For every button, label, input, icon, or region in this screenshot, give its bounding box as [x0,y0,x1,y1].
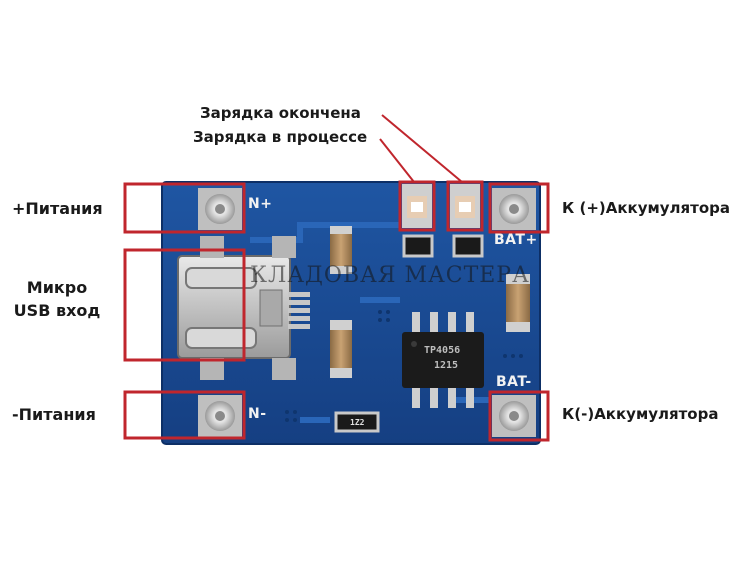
box-power-plus [123,182,246,234]
tp4056-chip [402,312,484,408]
pointer-lines [379,114,463,183]
pad-in-plus [198,188,242,230]
micro-usb-connector [177,236,310,380]
capacitor-3 [506,274,530,332]
pointer-charging [379,138,415,183]
box-led-done [398,180,436,232]
silk-in-minus: N- [248,406,267,422]
resistor-near-leds-2 [452,234,484,258]
resistor-near-leds-1 [402,234,434,258]
resistor-code: 1Z2 [350,418,365,427]
silk-in-plus: N+ [248,196,273,212]
resistor-bottom [334,411,380,433]
label-bat-plus: К (+)Аккумулятора [562,199,731,217]
silk-bat-minus: BAT- [496,374,532,390]
pad-bat-plus [492,188,536,230]
pad-bat-minus [492,395,536,437]
label-bat-minus: К(-)Аккумулятора [562,405,719,423]
watermark: КЛАДОВАЯ МАСТЕРА [250,263,530,288]
box-led-charging [446,180,484,232]
box-bat-plus [488,182,550,234]
capacitor-2 [330,320,352,378]
silk-bat-plus: BAT+ [494,232,538,248]
vias [285,310,523,422]
label-micro-usb: Микро USB вход [13,278,101,321]
label-charging: Зарядка в процессе [193,128,368,146]
led-charge-done [402,184,432,228]
label-charge-done: Зарядка окончена [200,104,361,122]
chip-marking-line1: TP4056 [424,345,461,356]
box-bat-minus [488,390,550,442]
box-power-minus [123,390,246,440]
highlight-boxes [123,180,550,442]
led-charging [450,184,480,228]
capacitor-1 [330,226,352,274]
box-micro-usb [123,248,246,362]
pointer-charge-done [381,114,463,183]
chip-marking-line2: 1215 [434,360,459,371]
pad-in-minus [198,395,242,437]
label-power-plus: +Питания [12,199,103,218]
label-power-minus: -Питания [12,405,96,424]
